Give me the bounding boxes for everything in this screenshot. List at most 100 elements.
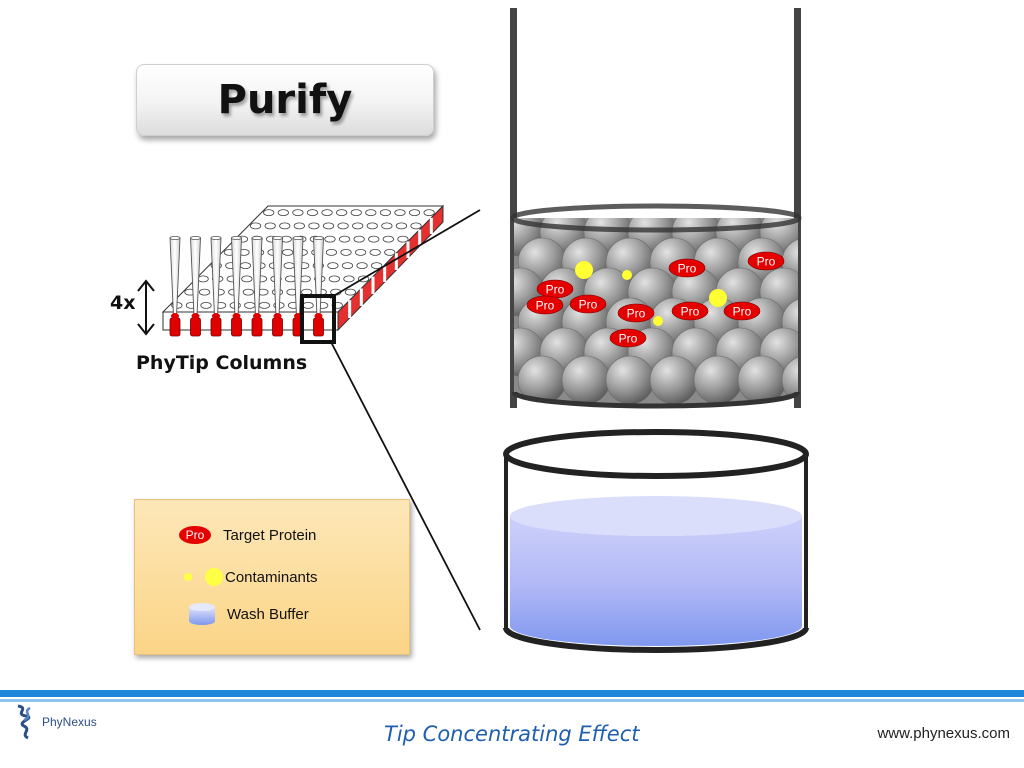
- plate-well: [327, 262, 339, 270]
- pipette-tip-rim: [169, 235, 181, 240]
- contaminant: [709, 289, 727, 307]
- plate-well: [384, 248, 396, 256]
- svg-text:Pro: Pro: [681, 305, 700, 319]
- pipette-tip-rim: [272, 235, 283, 240]
- plate-well: [324, 235, 336, 243]
- plate-well: [381, 222, 393, 230]
- plate-well: [408, 209, 421, 217]
- plate-well: [371, 262, 383, 270]
- tip-sample: [191, 313, 200, 319]
- footer-line: [0, 699, 1024, 702]
- plate-well: [365, 209, 377, 217]
- contaminant: [653, 316, 663, 326]
- svg-text:Pro: Pro: [678, 262, 697, 276]
- plate-well: [264, 222, 276, 230]
- plate-well: [369, 248, 381, 256]
- plate-well: [328, 275, 340, 283]
- front-well: [169, 317, 181, 337]
- plate-well: [263, 209, 275, 217]
- plate-well: [379, 209, 391, 217]
- plate-well: [321, 209, 333, 217]
- tip-sample: [273, 313, 282, 319]
- svg-text:Pro: Pro: [546, 283, 565, 297]
- plate-well: [338, 235, 351, 243]
- logo-text: PhyNexus: [42, 715, 97, 729]
- legend-label: Target Protein: [223, 526, 317, 544]
- plate-well: [306, 209, 319, 217]
- pipette-tip-rim: [251, 235, 263, 240]
- target-protein: Pro: [617, 303, 655, 323]
- plate-well: [341, 262, 354, 270]
- contaminant: [575, 261, 593, 279]
- pipette-tip-rim: [313, 235, 324, 240]
- target-protein: Pro: [723, 301, 761, 321]
- plate-well: [241, 275, 253, 283]
- target-protein: Pro: [609, 328, 647, 348]
- footer-bar: [0, 690, 1024, 697]
- legend-label: Wash Buffer: [227, 605, 309, 623]
- target-protein: Pro: [536, 279, 574, 299]
- contaminant-icon: [184, 568, 223, 586]
- plate-label: PhyTip Columns: [136, 352, 308, 374]
- pipette-tip-rim: [231, 235, 242, 240]
- plate-well: [242, 288, 254, 296]
- tip-sample: [232, 313, 241, 319]
- front-well: [210, 317, 222, 337]
- zoom-line-bottom: [329, 339, 481, 631]
- legend-item-protein: Pro Target Protein: [179, 524, 316, 546]
- plate-well: [394, 209, 406, 217]
- zoom-box: [300, 294, 336, 344]
- resin-bead: [605, 355, 655, 405]
- tip-sample: [212, 313, 220, 319]
- tip-wall-left: [510, 8, 517, 408]
- target-protein: Pro: [668, 258, 706, 278]
- resin-bead: [561, 355, 611, 405]
- plate-well: [244, 301, 256, 309]
- plate-well: [410, 222, 422, 230]
- wash-arrow: [137, 279, 155, 336]
- plate-well: [308, 222, 320, 230]
- plate-well: [277, 209, 289, 217]
- plate-well: [325, 248, 338, 256]
- plate-well: [366, 222, 378, 230]
- buffer-icon: [189, 603, 215, 625]
- pipette-tip-rim: [190, 235, 201, 240]
- plate-well: [352, 222, 364, 230]
- contaminant: [622, 270, 632, 280]
- svg-text:Pro: Pro: [619, 332, 638, 346]
- plate-well: [258, 301, 270, 309]
- front-well: [190, 317, 201, 337]
- plate-well: [283, 262, 295, 270]
- protein-ribbon-icon: [17, 704, 31, 740]
- phynexus-logo[interactable]: PhyNexus: [10, 702, 97, 742]
- slide-title: Purify: [217, 77, 353, 123]
- plate-well: [350, 209, 362, 217]
- resin-bead: [649, 355, 699, 405]
- target-protein: Pro: [671, 301, 709, 321]
- pipette-tip-rim: [292, 235, 304, 240]
- plate-well: [336, 209, 348, 217]
- footer-url[interactable]: www.phynexus.com: [877, 725, 1010, 742]
- legend-label: Contaminants: [225, 568, 318, 586]
- resin-bead: [781, 355, 798, 405]
- tip-sample: [314, 313, 323, 319]
- plate-well: [282, 248, 294, 256]
- legend-item-contaminants: Contaminants: [183, 566, 318, 588]
- footer-title: Tip Concentrating Effect: [384, 722, 640, 746]
- plate-well: [250, 222, 262, 230]
- plate-well: [292, 209, 304, 217]
- plate-well: [293, 222, 305, 230]
- plate-well: [322, 222, 335, 230]
- svg-text:Pro: Pro: [579, 298, 598, 312]
- plate-well: [344, 288, 356, 296]
- plate-well: [279, 222, 291, 230]
- protein-icon: Pro: [179, 526, 211, 544]
- plate-well: [353, 235, 365, 243]
- plate-well: [356, 262, 368, 270]
- target-protein: Pro: [569, 294, 607, 314]
- target-protein: Pro: [526, 295, 564, 315]
- svg-text:Pro: Pro: [733, 305, 752, 319]
- svg-text:Pro: Pro: [627, 307, 646, 321]
- title-box: Purify: [136, 64, 434, 136]
